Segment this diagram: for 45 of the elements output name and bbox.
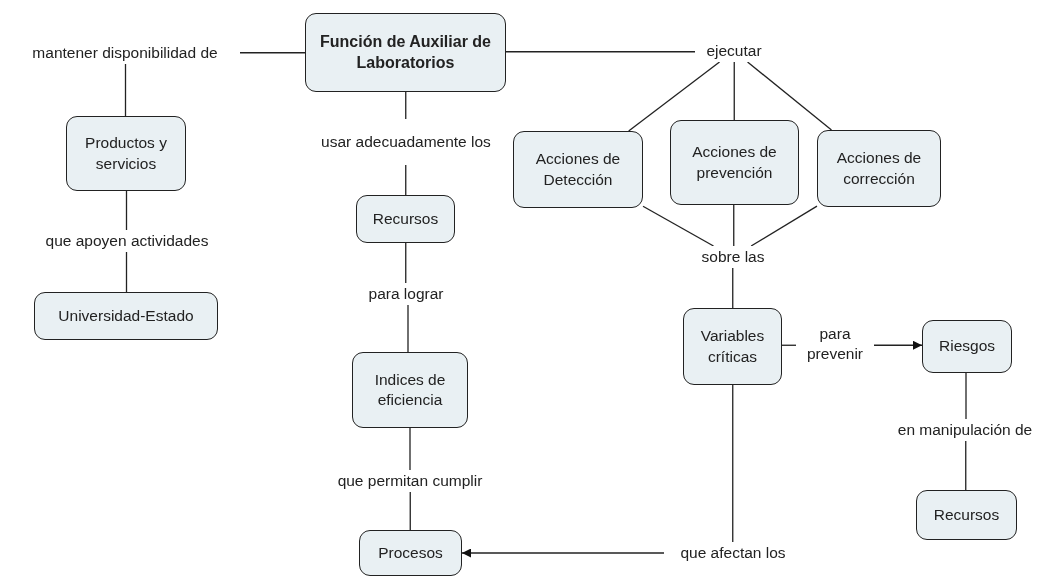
connector-line — [405, 164, 407, 196]
concept-box: Recursos — [916, 490, 1017, 540]
connector-line — [409, 427, 411, 471]
concept-box: Acciones de corrección — [817, 130, 941, 207]
linking-phrase: mantener disponibilidad de — [32, 42, 218, 63]
connector-line — [409, 491, 411, 531]
connector-line — [732, 384, 734, 543]
concept-box: Indices de eficiencia — [352, 352, 468, 428]
concept-box: Procesos — [359, 530, 462, 576]
linking-phrase: para prevenir — [806, 323, 864, 364]
concept-box: Universidad-Estado — [34, 292, 218, 340]
arrow — [461, 548, 665, 558]
connector-line — [407, 304, 409, 353]
connector-line — [733, 204, 735, 247]
concept-box: Acciones de Detección — [513, 131, 643, 208]
linking-phrase: sobre las — [701, 246, 765, 267]
concept-box: Riesgos — [922, 320, 1012, 373]
connector-line — [125, 251, 128, 293]
connector-line — [732, 267, 734, 309]
connector-line — [125, 190, 128, 231]
connector-line — [405, 91, 407, 120]
linking-phrase: ejecutar — [706, 40, 762, 61]
concept-box: Productos y servicios — [66, 116, 186, 191]
concept-box: Acciones de prevención — [670, 120, 799, 205]
concept-box: Función de Auxiliar de Laboratorios — [305, 13, 506, 92]
connector-line — [124, 63, 127, 117]
arrow — [873, 340, 923, 350]
connector-line — [628, 61, 721, 132]
linking-phrase: usar adecuadamente los — [321, 131, 491, 152]
connector-line — [239, 52, 306, 54]
connector-line — [750, 205, 818, 247]
connector-line — [405, 242, 407, 284]
linking-phrase: que permitan cumplir — [337, 470, 483, 491]
connector-line — [642, 205, 715, 247]
linking-phrase: para lograr — [368, 283, 444, 304]
linking-phrase: que apoyen actividades — [45, 230, 209, 251]
connector-line — [965, 372, 967, 420]
connector-line — [746, 61, 833, 131]
connector-line — [733, 61, 735, 121]
concept-box: Variables críticas — [683, 308, 782, 385]
connector-line — [505, 51, 696, 53]
concept-box: Recursos — [356, 195, 455, 243]
connector-line — [965, 440, 967, 491]
linking-phrase: que afectan los — [680, 542, 786, 563]
linking-phrase: en manipulación de — [897, 419, 1033, 440]
